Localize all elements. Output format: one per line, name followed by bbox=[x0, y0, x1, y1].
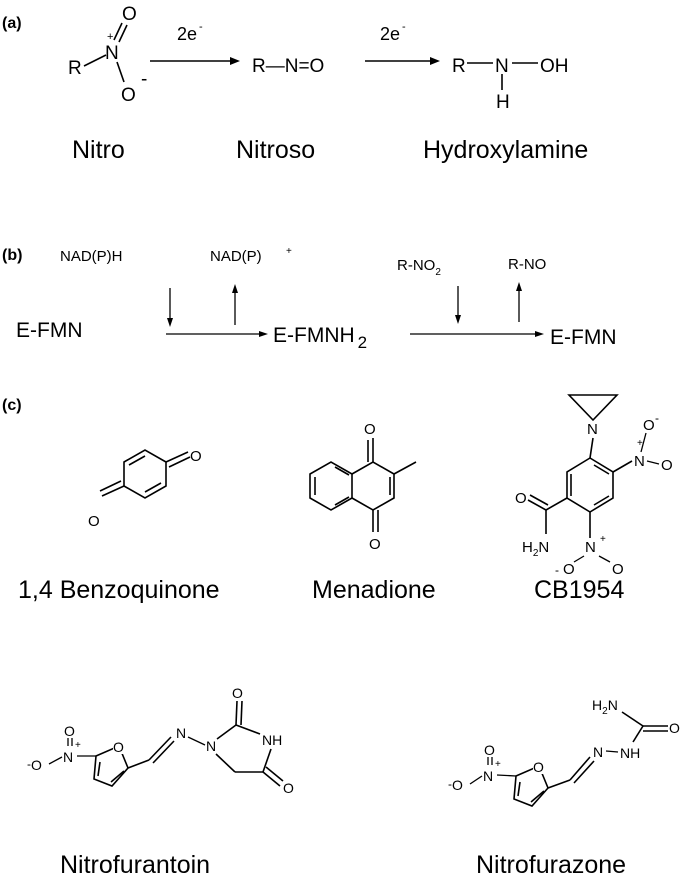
arrow1-label: 2e bbox=[177, 24, 197, 44]
arrow-2e-2: 2e - bbox=[365, 21, 440, 65]
cb1954-name: CB1954 bbox=[534, 576, 624, 604]
svg-text:+: + bbox=[75, 740, 81, 751]
nitrofurazone-n: N bbox=[483, 768, 493, 784]
benzoquinone-structure: O O bbox=[88, 448, 202, 530]
nitrofurantoin-n2: N bbox=[206, 738, 216, 754]
menadione-o2: O bbox=[369, 536, 381, 553]
nitro-o-bottom: O bbox=[121, 85, 136, 106]
cb1954-aziridine-n: N bbox=[587, 421, 598, 438]
benzoquinone-name: 1,4 Benzoquinone bbox=[18, 576, 220, 604]
nitrofurantoin-o-nitro: O bbox=[64, 723, 75, 739]
cb1954-o1-charge: - bbox=[655, 411, 659, 425]
nitrofurantoin-n: N bbox=[63, 749, 73, 765]
benzoquinone-o1: O bbox=[190, 448, 202, 465]
arrow-2e-1: 2e - bbox=[150, 21, 240, 65]
nadp-charge: + bbox=[286, 246, 292, 257]
hydroxylamine-h: H bbox=[496, 92, 510, 113]
rno2-label: R-NO2 bbox=[397, 257, 441, 278]
cb1954-n2: N bbox=[585, 539, 596, 556]
nitrofurantoin-name: Nitrofurantoin bbox=[60, 851, 210, 877]
nitrofurazone-o-furan: O bbox=[533, 759, 544, 775]
nitro-structure: R N + O O - bbox=[68, 4, 147, 106]
nitrofurantoin-o-furan: O bbox=[113, 739, 124, 755]
nitro-n: N bbox=[105, 43, 119, 64]
nitrofurazone-name: Nitrofurazone bbox=[476, 851, 626, 877]
svg-text:+: + bbox=[495, 759, 501, 770]
cb1954-o2: O bbox=[661, 457, 673, 474]
nitrofurantoin-o2: O bbox=[283, 780, 294, 796]
nitro-n-charge: + bbox=[107, 31, 113, 43]
svg-text:-: - bbox=[402, 21, 406, 33]
cb1954-n1: N bbox=[634, 453, 645, 470]
panel-a-label: (a) bbox=[2, 15, 22, 32]
nitrofurazone-o-nitro: O bbox=[484, 742, 495, 758]
cb1954-n2-charge: + bbox=[600, 534, 606, 545]
nitrofurantoin-o1: O bbox=[232, 685, 243, 701]
nitrofurazone-o-minus: -O bbox=[448, 777, 463, 793]
menadione-o1: O bbox=[364, 421, 376, 438]
panel-b-arrows bbox=[166, 282, 544, 337]
cb1954-o1: O bbox=[643, 417, 655, 434]
cb1954-structure: N N + O O - N + O - O O H2N bbox=[515, 394, 673, 578]
nitrofurazone-n1: N bbox=[593, 744, 603, 760]
cb1954-amide-nh2: H2N bbox=[522, 539, 549, 559]
hydroxylamine-r: R bbox=[452, 56, 466, 77]
efmn-left: E-FMN bbox=[16, 319, 83, 342]
menadione-name: Menadione bbox=[312, 576, 436, 604]
nitrofurantoin-o-minus: -O bbox=[27, 757, 42, 773]
nitrofurazone-nh: NH bbox=[620, 745, 640, 761]
cb1954-amide-o: O bbox=[515, 490, 527, 507]
cb1954-o3-charge: - bbox=[555, 563, 559, 577]
nitrofurazone-h2n: H2N bbox=[592, 697, 618, 717]
nitro-o-top: O bbox=[122, 4, 137, 25]
nitro-o-charge: - bbox=[141, 69, 147, 90]
hydroxylamine-structure: R N OH H bbox=[452, 56, 569, 113]
arrow2-label: 2e bbox=[380, 24, 400, 44]
menadione-structure: O O bbox=[309, 421, 417, 553]
efmn-right: E-FMN bbox=[550, 326, 617, 349]
nitroso-formula: R—N=O bbox=[252, 56, 324, 77]
rno-label: R-NO bbox=[508, 256, 546, 273]
nitro-r: R bbox=[68, 58, 82, 79]
cb1954-n1-charge: + bbox=[637, 438, 643, 449]
panel-b-label: (b) bbox=[2, 247, 22, 264]
cb1954-o3: O bbox=[563, 561, 575, 578]
nitrofurazone-structure: -O N + O O N NH H2N O bbox=[448, 697, 680, 807]
benzoquinone-o2: O bbox=[88, 513, 100, 530]
nitrofurazone-o: O bbox=[669, 720, 680, 736]
nitroso-name: Nitroso bbox=[236, 136, 315, 164]
nitrofurantoin-n1: N bbox=[176, 725, 186, 741]
nadp-label: NAD(P) bbox=[210, 248, 262, 265]
hydroxylamine-name: Hydroxylamine bbox=[423, 136, 588, 164]
cb1954-o4: O bbox=[612, 561, 624, 578]
nitrofurantoin-structure: -O N + O O N N O NH O bbox=[27, 685, 294, 796]
panel-c-label: (c) bbox=[2, 397, 22, 414]
hydroxylamine-oh: OH bbox=[540, 56, 569, 77]
nitro-name: Nitro bbox=[72, 136, 125, 164]
nadph-label: NAD(P)H bbox=[60, 248, 123, 265]
nitrofurantoin-nh: NH bbox=[262, 732, 282, 748]
hydroxylamine-n: N bbox=[495, 56, 509, 77]
svg-text:-: - bbox=[199, 21, 203, 33]
